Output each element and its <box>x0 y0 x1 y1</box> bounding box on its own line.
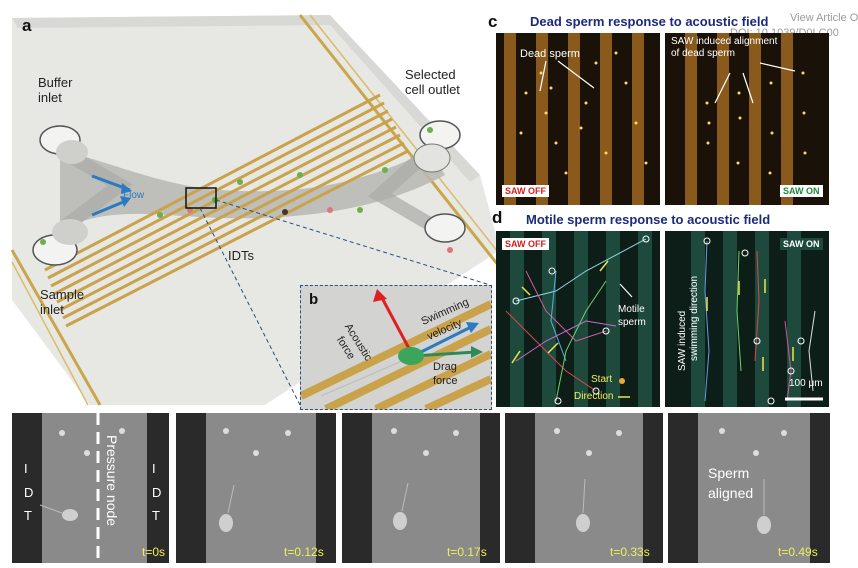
dead-sperm-saw-off-image: Dead sperm SAW OFF <box>496 33 660 205</box>
panel-b: b Acoustic force Swimming velocity Drag … <box>300 285 492 410</box>
motile-sperm-label-1: Motile <box>618 304 645 315</box>
panel-c-label: c <box>488 12 497 32</box>
direction-legend-label: Direction <box>574 391 613 402</box>
saw-on-tag-c: SAW ON <box>780 185 823 197</box>
saw-off-tag-c: SAW OFF <box>502 185 549 197</box>
time-label-3: t=0.17s <box>447 545 487 559</box>
motile-sperm-label-2: sperm <box>618 317 646 328</box>
buffer-inlet-label-2: inlet <box>38 90 62 105</box>
drag-force-label-2: force <box>433 374 457 389</box>
frame-4-cells <box>505 413 663 563</box>
selected-outlet-label-2: cell outlet <box>405 82 460 97</box>
time-frame-1: I D T I D T Pressure node t=0s <box>12 413 169 563</box>
saw-off-tag-d: SAW OFF <box>502 238 549 250</box>
sperm-aligned-label-1: Sperm <box>708 465 749 481</box>
time-frame-2: t=0.12s <box>176 413 336 563</box>
scale-bar-label: 100 μm <box>789 378 823 389</box>
idt-right-label-2: D <box>152 485 161 500</box>
sample-inlet-label-1: Sample <box>40 287 84 302</box>
panel-b-label: b <box>309 291 318 308</box>
dead-sperm-saw-on-image: SAW induced alignment of dead sperm SAW … <box>665 33 829 205</box>
idts-label: IDTs <box>228 248 254 263</box>
panel-d-label: d <box>492 208 502 228</box>
buffer-inlet-label-1: Buffer <box>38 75 72 90</box>
view-article-watermark[interactable]: View Article O <box>790 12 858 24</box>
panel-a-label: a <box>22 16 31 36</box>
dead-sperm-label: Dead sperm <box>520 48 580 60</box>
sample-inlet-label-2: inlet <box>40 302 64 317</box>
motile-sperm-saw-on-image: SAW ON SAW induced swimming direction 10… <box>665 231 829 407</box>
time-frame-5: Sperm aligned t=0.49s <box>668 413 830 563</box>
panel-c-title: Dead sperm response to acoustic field <box>530 14 768 29</box>
time-label-5: t=0.49s <box>778 545 818 559</box>
drag-force-label-1: Drag <box>433 360 457 375</box>
time-label-2: t=0.12s <box>284 545 324 559</box>
saw-swimming-label-1: SAW induced <box>677 311 688 371</box>
frame-3-cells <box>342 413 500 563</box>
time-frame-4: t=0.33s <box>505 413 663 563</box>
saw-on-tag-d: SAW ON <box>780 238 823 250</box>
motile-sperm-saw-off-image: SAW OFF Motile sperm Start Direction <box>496 231 660 407</box>
idt-left-label-3: T <box>24 508 32 523</box>
saw-swimming-label-2: swimming direction <box>689 276 700 361</box>
time-label-4: t=0.33s <box>610 545 650 559</box>
time-label-1: t=0s <box>142 545 165 559</box>
saw-alignment-label-2: of dead sperm <box>671 48 735 59</box>
time-frame-3: t=0.17s <box>342 413 500 563</box>
selected-outlet-label-1: Selected <box>405 67 456 82</box>
idt-right-label-3: T <box>152 508 160 523</box>
frame-2-cells <box>176 413 336 563</box>
panel-d-title: Motile sperm response to acoustic field <box>526 212 770 227</box>
idt-right-label-1: I <box>152 461 156 476</box>
sperm-aligned-label-2: aligned <box>708 485 753 501</box>
saw-alignment-label-1: SAW induced alignment <box>671 36 777 47</box>
frame-1-cells <box>12 413 169 563</box>
flow-label: Flow <box>123 188 144 203</box>
idt-left-label-2: D <box>24 485 33 500</box>
pressure-node-label: Pressure node <box>104 435 120 526</box>
idt-left-label-1: I <box>24 461 28 476</box>
start-legend-label: Start <box>591 374 612 385</box>
